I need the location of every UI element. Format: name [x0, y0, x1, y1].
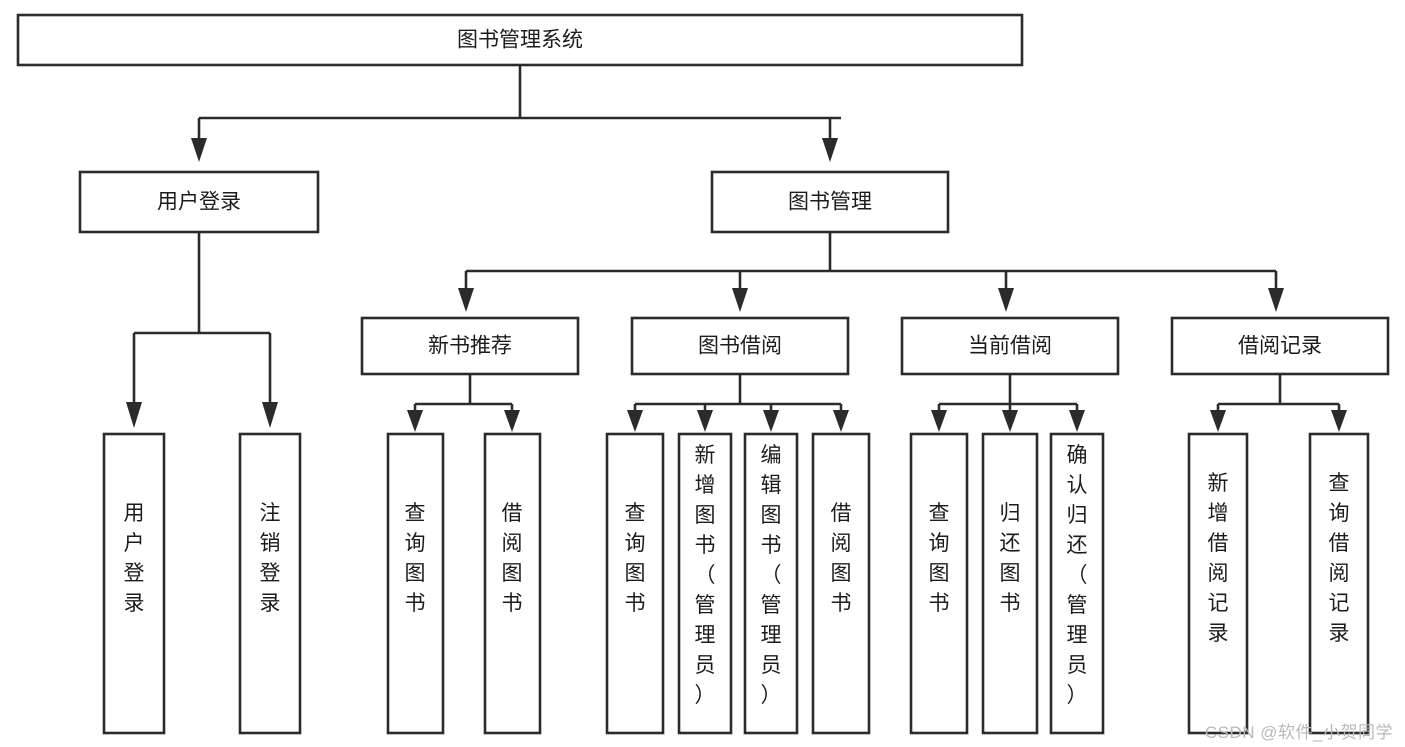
node-leaf-borrow-book-label: 借阅图书	[831, 502, 852, 615]
node-book-management-label: 图书管理	[788, 191, 872, 214]
node-root-box[interactable]	[16, 13, 1024, 67]
node-leaf-add-record-box[interactable]	[1187, 432, 1249, 735]
node-root[interactable]: 图书管理系统	[16, 13, 1024, 67]
arrow-nb-to-leaf1	[407, 410, 423, 432]
arrow-bm-to-new-book	[458, 288, 474, 312]
node-leaf-add-record[interactable]: 新增借阅记录	[1187, 432, 1249, 735]
arrow-br-to-leaf2	[1331, 410, 1347, 432]
node-borrow-record-box[interactable]	[1170, 316, 1390, 376]
csdn-watermark: CSDN @软件_小贺同学	[1204, 723, 1393, 742]
node-current-borrow-box[interactable]	[900, 316, 1120, 376]
node-leaf-query-book-current-box[interactable]	[909, 432, 969, 735]
node-leaf-return-book-box[interactable]	[981, 432, 1039, 735]
arrow-bb-to-leaf2	[697, 410, 713, 432]
node-user-login-label: 用户登录	[157, 191, 241, 214]
arrow-root-to-user-login	[191, 138, 207, 162]
node-leaf-query-book-borrow[interactable]: 查询图书	[605, 432, 665, 735]
node-leaf-user-login-label: 用户登录	[124, 502, 145, 615]
arrow-cb-to-leaf1	[931, 410, 947, 432]
arrow-cb-to-leaf2	[1002, 410, 1018, 432]
node-leaf-confirm-return-box[interactable]	[1049, 432, 1105, 735]
node-current-borrow-label: 当前借阅	[968, 335, 1052, 358]
arrow-bm-to-book-borrow	[732, 288, 748, 312]
node-leaf-edit-book-box[interactable]	[743, 432, 799, 735]
node-leaf-logout-label: 注销登录	[260, 502, 281, 615]
node-borrow-record[interactable]: 借阅记录	[1170, 316, 1390, 376]
node-borrow-record-label: 借阅记录	[1238, 335, 1322, 358]
node-new-book-recommend[interactable]: 新书推荐	[360, 316, 580, 376]
node-leaf-query-book-borrow-label: 查询图书	[625, 502, 646, 615]
node-leaf-confirm-return-label: 确认归还（管理员）	[1067, 444, 1088, 707]
node-leaf-return-book-label: 归还图书	[1000, 502, 1021, 615]
node-leaf-borrow-book-box[interactable]	[811, 432, 871, 735]
arrow-user-login-to-leaf2	[262, 402, 278, 428]
arrow-root-to-book-management	[822, 138, 838, 162]
node-leaf-borrow-book-rec-box[interactable]	[483, 432, 542, 735]
arrow-bm-to-borrow-record	[1268, 288, 1284, 312]
node-leaf-query-record-box[interactable]	[1308, 432, 1370, 735]
arrow-bm-to-current-borrow	[998, 288, 1014, 312]
node-leaf-edit-book[interactable]: 编辑图书（管理员）	[743, 432, 799, 735]
node-new-book-recommend-label: 新书推荐	[428, 335, 512, 358]
node-new-book-recommend-box[interactable]	[360, 316, 580, 376]
node-leaf-borrow-book[interactable]: 借阅图书	[811, 432, 871, 735]
arrow-bb-to-leaf4	[833, 410, 849, 432]
node-leaf-logout-box[interactable]	[238, 432, 302, 735]
arrow-user-login-to-leaf1	[126, 402, 142, 428]
node-leaf-borrow-book-rec-label: 借阅图书	[502, 502, 523, 615]
node-user-login[interactable]: 用户登录	[78, 170, 320, 234]
node-book-borrow-box[interactable]	[630, 316, 850, 376]
node-book-management-box[interactable]	[710, 170, 950, 234]
node-leaf-query-book-rec[interactable]: 查询图书	[386, 432, 445, 735]
arrow-nb-to-leaf2	[504, 410, 520, 432]
node-leaf-confirm-return[interactable]: 确认归还（管理员）	[1049, 432, 1105, 735]
node-leaf-add-book-box[interactable]	[677, 432, 733, 735]
node-leaf-query-book-current[interactable]: 查询图书	[909, 432, 969, 735]
node-book-management[interactable]: 图书管理	[710, 170, 950, 234]
node-leaf-user-login[interactable]: 用户登录	[102, 432, 166, 735]
leaf-node-layer: 用户登录 注销登录 查询图书 借阅图书 查询图书 新增图书（管理员）	[102, 432, 1370, 735]
node-root-label: 图书管理系统	[457, 29, 583, 52]
node-leaf-query-book-current-label: 查询图书	[929, 502, 950, 615]
node-leaf-edit-book-label: 编辑图书（管理员）	[761, 444, 782, 707]
arrow-bb-to-leaf1	[627, 410, 643, 432]
connector-layer	[126, 65, 1347, 432]
node-leaf-query-book-rec-box[interactable]	[386, 432, 445, 735]
arrow-br-to-leaf1	[1210, 410, 1226, 432]
node-leaf-borrow-book-rec[interactable]: 借阅图书	[483, 432, 542, 735]
node-leaf-user-login-box[interactable]	[102, 432, 166, 735]
node-book-borrow-label: 图书借阅	[698, 335, 782, 358]
arrow-cb-to-leaf3	[1069, 410, 1085, 432]
node-leaf-return-book[interactable]: 归还图书	[981, 432, 1039, 735]
node-leaf-logout[interactable]: 注销登录	[238, 432, 302, 735]
node-leaf-query-record-label: 查询借阅记录	[1329, 472, 1350, 645]
node-leaf-add-book-label: 新增图书（管理员）	[695, 444, 716, 707]
node-user-login-box[interactable]	[78, 170, 320, 234]
node-leaf-query-book-borrow-box[interactable]	[605, 432, 665, 735]
node-leaf-query-book-rec-label: 查询图书	[405, 502, 426, 615]
node-leaf-add-book[interactable]: 新增图书（管理员）	[677, 432, 733, 735]
arrow-bb-to-leaf3	[763, 410, 779, 432]
node-book-borrow[interactable]: 图书借阅	[630, 316, 850, 376]
node-leaf-query-record[interactable]: 查询借阅记录	[1308, 432, 1370, 735]
node-leaf-add-record-label: 新增借阅记录	[1208, 472, 1229, 645]
node-current-borrow[interactable]: 当前借阅	[900, 316, 1120, 376]
